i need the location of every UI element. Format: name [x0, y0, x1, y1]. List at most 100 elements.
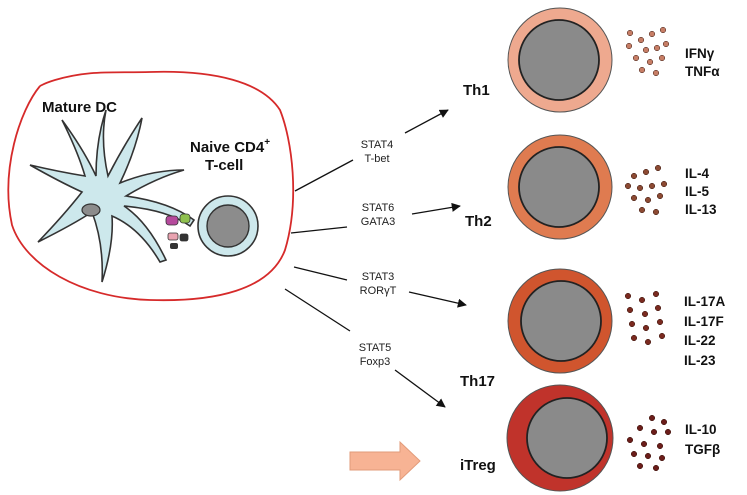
naive-cell-label-line2: T-cell — [205, 157, 243, 174]
treg-cytokine-dot — [648, 414, 656, 422]
cytokine-labels: IFNγ TNFα IL-4 IL-5 IL-13 IL-17A IL-17F … — [684, 46, 726, 457]
th17-cytokine-dot — [654, 304, 662, 312]
th17-label: Th17 — [460, 373, 495, 390]
treg-cell — [506, 384, 614, 492]
th1-cytokine-dot — [632, 54, 640, 62]
treg-cytokine-dot — [636, 462, 644, 470]
treg-cytokine-dot — [630, 450, 638, 458]
th17-cytokine-dot — [652, 290, 660, 298]
th1-cytokine-dot — [648, 30, 656, 38]
th17-cytokine-dot — [644, 338, 652, 346]
tf-th17-master: RORγT — [360, 285, 397, 297]
cytokine-th17-2: IL-22 — [684, 333, 716, 348]
tcr-receptor — [179, 213, 191, 224]
tf-th1-master: T-bet — [364, 153, 389, 165]
dc-nucleus — [81, 203, 101, 217]
mature-dc-label: Mature DC — [42, 99, 117, 116]
cytokine-th17-1: IL-17F — [684, 314, 724, 329]
th2-cytokine-dot — [638, 206, 646, 214]
arrow-th17 — [293, 266, 348, 281]
th17-cell — [507, 268, 613, 374]
tf-treg-master: Foxp3 — [360, 356, 391, 368]
treg-cytokine-dot — [664, 428, 672, 436]
costim-receptor-2 — [179, 233, 189, 242]
th2-cytokine-dot — [630, 194, 638, 202]
highlight-block-arrow — [349, 440, 421, 482]
cytokine-treg-0: IL-10 — [685, 422, 717, 437]
treg-cytokine-dot — [660, 418, 668, 426]
dendritic-cell — [29, 109, 196, 283]
itreg-label: iTreg — [460, 457, 496, 474]
tf-th2-stat: STAT6 — [362, 202, 395, 214]
th2-cell — [507, 134, 613, 240]
treg-cytokine-dot — [636, 424, 644, 432]
th17-cytokine-dot — [630, 334, 638, 342]
treg-cytokine-dot — [658, 454, 666, 462]
costim-receptor-1 — [167, 232, 179, 241]
red-highlight-outline — [7, 70, 295, 302]
naive-cell-label: Naive CD4+ — [190, 137, 270, 156]
costim-receptor-3 — [170, 243, 178, 249]
arrow-treg-head — [394, 369, 446, 408]
naive-t-cell — [197, 195, 259, 257]
dc-body — [29, 109, 196, 283]
th2-cytokine-dot — [652, 208, 660, 216]
tf-labels: STAT4 T-bet STAT6 GATA3 STAT3 RORγT STAT… — [359, 139, 397, 368]
th1-cytokine-dot — [652, 69, 660, 77]
cytokine-treg-1: TGFβ — [685, 442, 720, 457]
arrow-th2 — [290, 226, 348, 234]
th2-cytokine-dot — [644, 196, 652, 204]
th17-cytokine-dot — [658, 332, 666, 340]
th1-cytokine-dot — [646, 58, 654, 66]
treg-cytokine-dot — [650, 428, 658, 436]
th1-cytokine-dot — [653, 44, 661, 52]
th1-cytokine-dot — [625, 42, 633, 50]
th1-cytokine-dot — [662, 40, 670, 48]
th2-cytokine-dot — [624, 182, 632, 190]
th1-cell — [507, 7, 613, 113]
th17-cytokine-dot — [642, 324, 650, 332]
treg-cytokine-dot — [656, 442, 664, 450]
immune-synapse — [165, 213, 191, 249]
treg-cytokine-dot — [640, 440, 648, 448]
th17-cytokine-dot — [638, 296, 646, 304]
th1-cytokine-dot — [658, 54, 666, 62]
tf-treg-stat: STAT5 — [359, 342, 392, 354]
th17-cytokine-dot — [624, 292, 632, 300]
arrow-th1 — [294, 159, 354, 192]
th1-cytokine-dot — [637, 36, 645, 44]
tf-th17-stat: STAT3 — [362, 271, 395, 283]
cytokine-th1-0: IFNγ — [685, 46, 715, 61]
treg-cytokine-dot — [626, 436, 634, 444]
th1-label: Th1 — [463, 82, 490, 99]
th2-cytokine-dot — [654, 164, 662, 172]
cytokine-th17-3: IL-23 — [684, 353, 716, 368]
th1-cytokine-dot — [626, 29, 634, 37]
th2-cytokine-dot — [656, 192, 664, 200]
th17-cytokine-dot — [656, 318, 664, 326]
th1-cytokine-dot — [659, 26, 667, 34]
th2-cytokine-dot — [642, 168, 650, 176]
th2-label: Th2 — [465, 213, 492, 230]
arrow-th1-head — [404, 109, 449, 134]
treg-cytokine-dot — [652, 464, 660, 472]
arrow-th2-head — [411, 202, 461, 215]
cytokine-th2-2: IL-13 — [685, 202, 717, 217]
cytokine-th17-0: IL-17A — [684, 294, 726, 309]
mhc-receptor — [165, 215, 179, 226]
tf-th1-stat: STAT4 — [361, 139, 394, 151]
th1-cytokine-dot — [642, 46, 650, 54]
th17-cytokine-dot — [626, 306, 634, 314]
tf-th2-master: GATA3 — [361, 216, 395, 228]
th17-cytokine-dot — [641, 310, 649, 318]
th2-cytokine-dot — [660, 180, 668, 188]
treg-cytokine-dot — [644, 452, 652, 460]
cytokine-th1-1: TNFα — [685, 64, 720, 79]
th17-cytokine-dot — [628, 320, 636, 328]
th2-cytokine-dot — [648, 182, 656, 190]
th2-cytokine-dot — [630, 172, 638, 180]
arrow-treg — [284, 288, 351, 332]
th2-cytokine-dot — [636, 184, 644, 192]
pathway-arrows — [284, 109, 467, 408]
